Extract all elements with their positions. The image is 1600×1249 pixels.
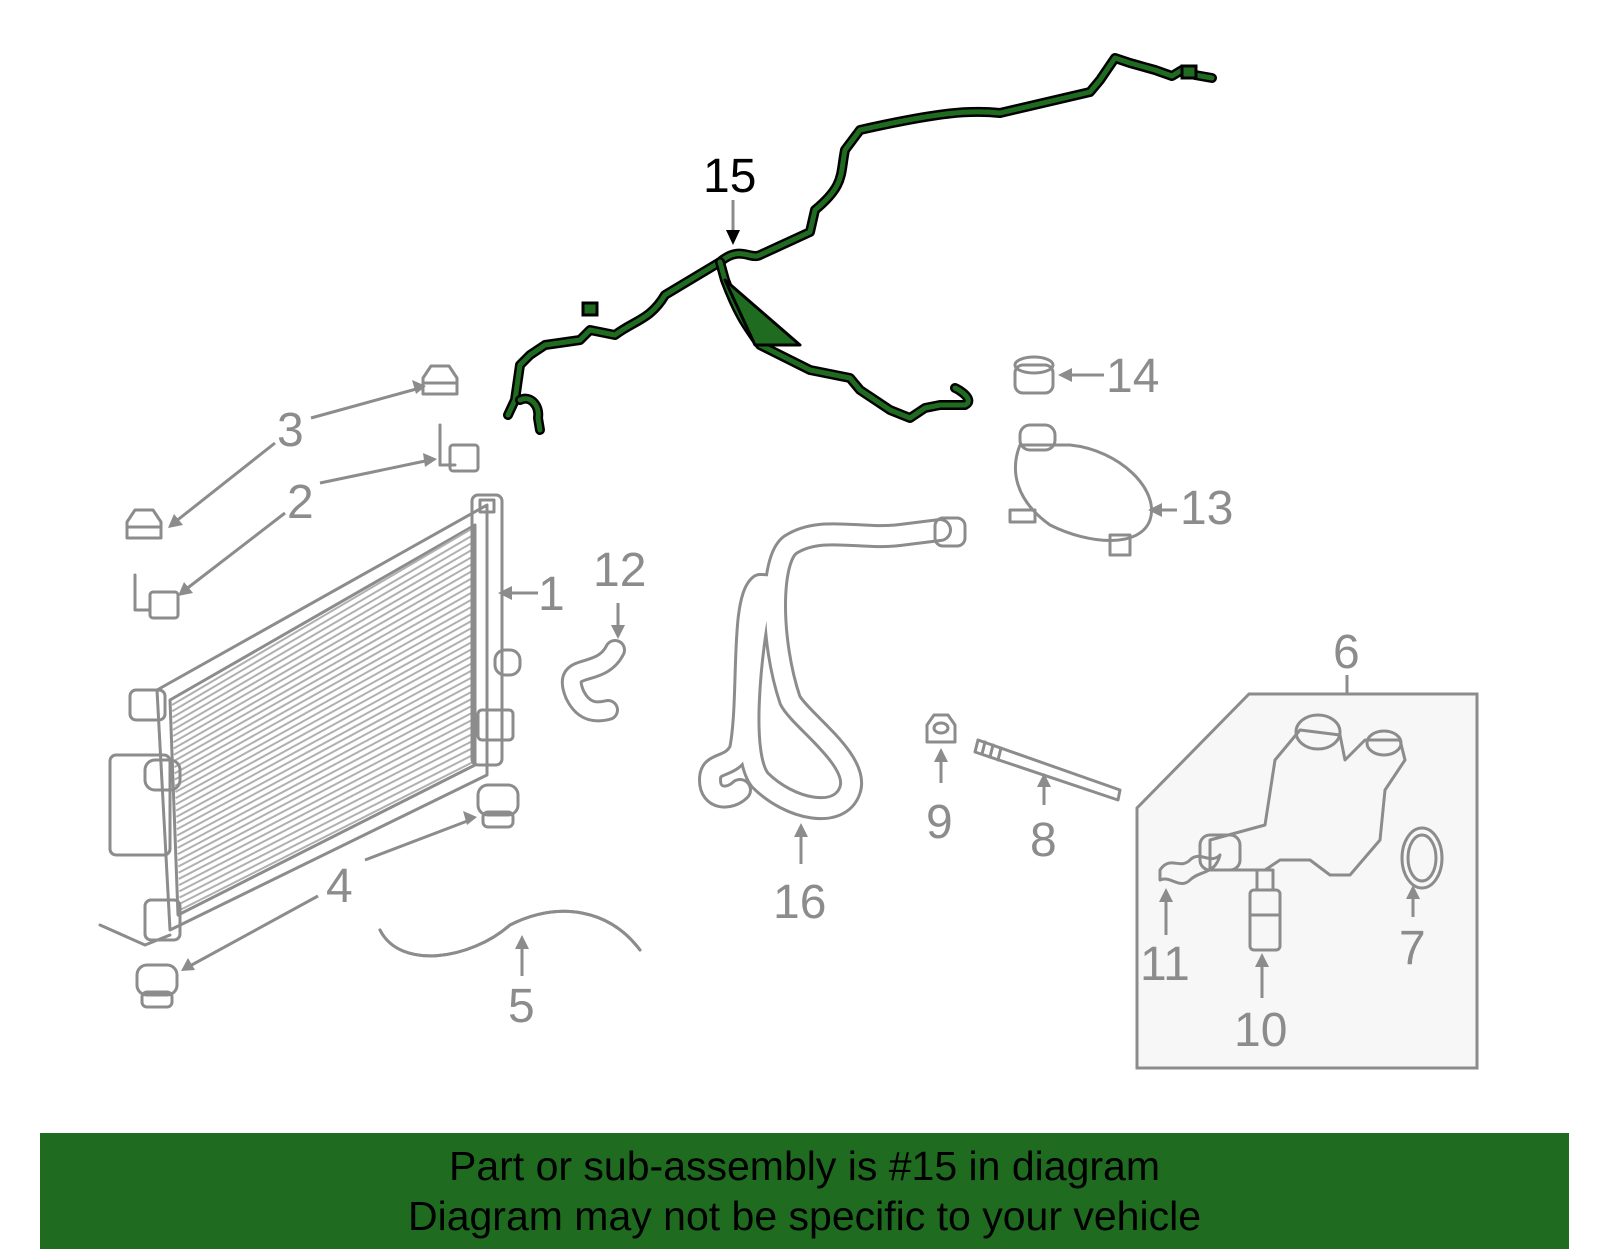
callout-11: 11	[1140, 938, 1190, 991]
radiator-part	[98, 493, 522, 947]
radiator-fin	[179, 761, 474, 911]
radiator-fin	[176, 668, 474, 831]
bracket-part-2-upper	[438, 423, 480, 473]
leader-arrows	[168, 200, 1420, 998]
radiator-fin	[173, 590, 474, 762]
callout-13: 13	[1180, 482, 1233, 535]
radiator-fin	[173, 583, 474, 756]
radiator-fin	[177, 711, 474, 868]
radiator-fin	[173, 598, 474, 768]
hose-part-15-highlighted	[503, 53, 1217, 435]
radiator-fin	[175, 633, 474, 800]
radiator-fin	[179, 746, 474, 899]
callout-3: 3	[277, 404, 304, 457]
radiator-fin	[171, 534, 474, 713]
callout-6: 6	[1333, 626, 1360, 679]
radiator-fin	[176, 661, 474, 824]
thermostat-housing-part-6	[1198, 713, 1407, 877]
radiator-fin	[177, 704, 474, 862]
clip-part-11	[1158, 853, 1222, 886]
nut-part-9	[925, 713, 957, 744]
radiator-fin	[177, 697, 474, 855]
nut-part-3-lower	[125, 508, 163, 540]
radiator-fin	[174, 612, 474, 781]
radiator-fin	[178, 725, 474, 880]
radiator-fin	[172, 548, 474, 725]
stud-part-8	[973, 738, 1122, 802]
callout-7: 7	[1399, 922, 1426, 975]
radiator-fins	[171, 527, 474, 911]
radiator-fin	[177, 690, 474, 849]
radiator-fin	[172, 562, 474, 737]
radiator-fin	[175, 640, 474, 806]
callout-5: 5	[508, 980, 535, 1033]
callout-2: 2	[287, 476, 314, 529]
callout-15: 15	[703, 150, 756, 203]
info-banner: Part or sub-assembly is #15 in diagram D…	[40, 1133, 1569, 1249]
callout-10: 10	[1234, 1004, 1287, 1057]
radiator-fin	[179, 754, 474, 905]
radiator-fin	[171, 541, 474, 719]
radiator-fin	[173, 576, 474, 750]
radiator-fin	[178, 732, 474, 887]
callout-16: 16	[773, 876, 826, 929]
sensor-part-10	[1248, 868, 1282, 952]
radiator-fin	[172, 569, 474, 744]
o-ring-part-7	[1400, 826, 1444, 890]
nut-part-3-upper	[421, 364, 459, 396]
callout-1: 1	[538, 568, 565, 621]
isolator-part-4-upper	[476, 783, 520, 829]
callout-14: 14	[1106, 350, 1159, 403]
bracket-part-2-lower	[133, 573, 180, 620]
banner-line-1: Part or sub-assembly is #15 in diagram	[449, 1143, 1160, 1189]
cap-part-14	[1013, 355, 1055, 395]
callout-12: 12	[593, 544, 646, 597]
callout-8: 8	[1030, 814, 1057, 867]
reservoir-part-13	[1008, 423, 1153, 557]
radiator-fin	[172, 555, 474, 731]
radiator-fin	[174, 626, 474, 793]
radiator-fin	[176, 683, 474, 843]
radiator-fin	[174, 619, 474, 787]
radiator-fin	[171, 527, 474, 706]
part-6-assembly-box	[1135, 692, 1479, 1070]
banner-line-2: Diagram may not be specific to your vehi…	[407, 1193, 1201, 1239]
radiator-fin	[175, 654, 474, 818]
hose-part-16	[698, 516, 967, 821]
isolator-part-4-lower	[135, 963, 179, 1009]
callout-9: 9	[926, 796, 953, 849]
radiator-fin	[178, 718, 474, 874]
radiator-fin	[174, 605, 474, 775]
radiator-fin	[176, 676, 474, 837]
callout-4: 4	[326, 860, 353, 913]
radiator-fin	[178, 739, 474, 893]
radiator-fin	[175, 647, 474, 812]
